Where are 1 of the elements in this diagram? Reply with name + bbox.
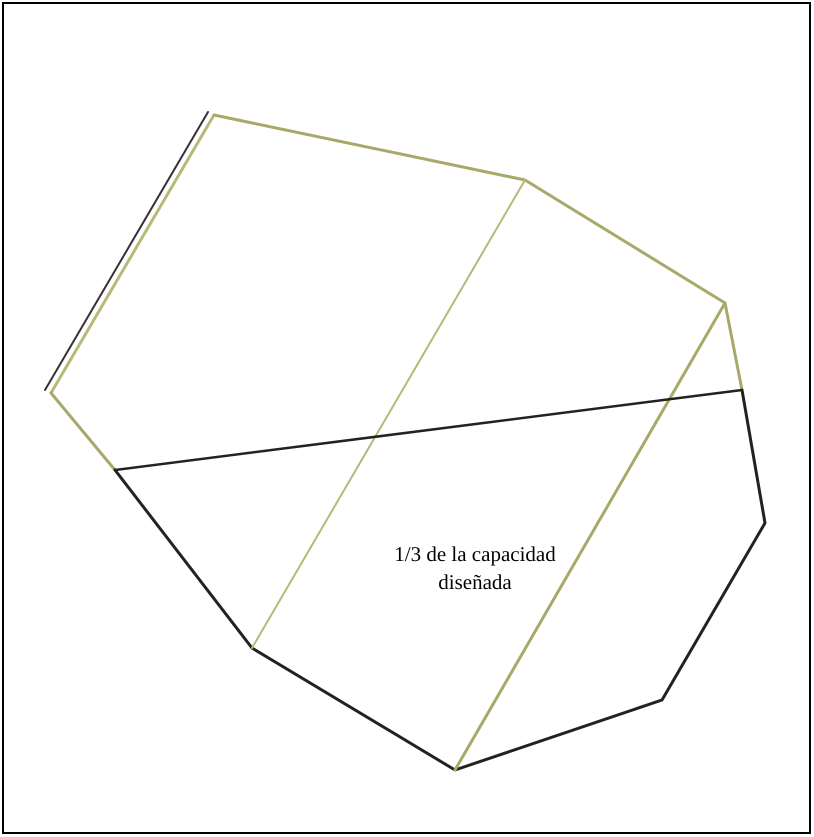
fill-level-label: 1/3 de la capacidad diseñada: [393, 541, 557, 596]
